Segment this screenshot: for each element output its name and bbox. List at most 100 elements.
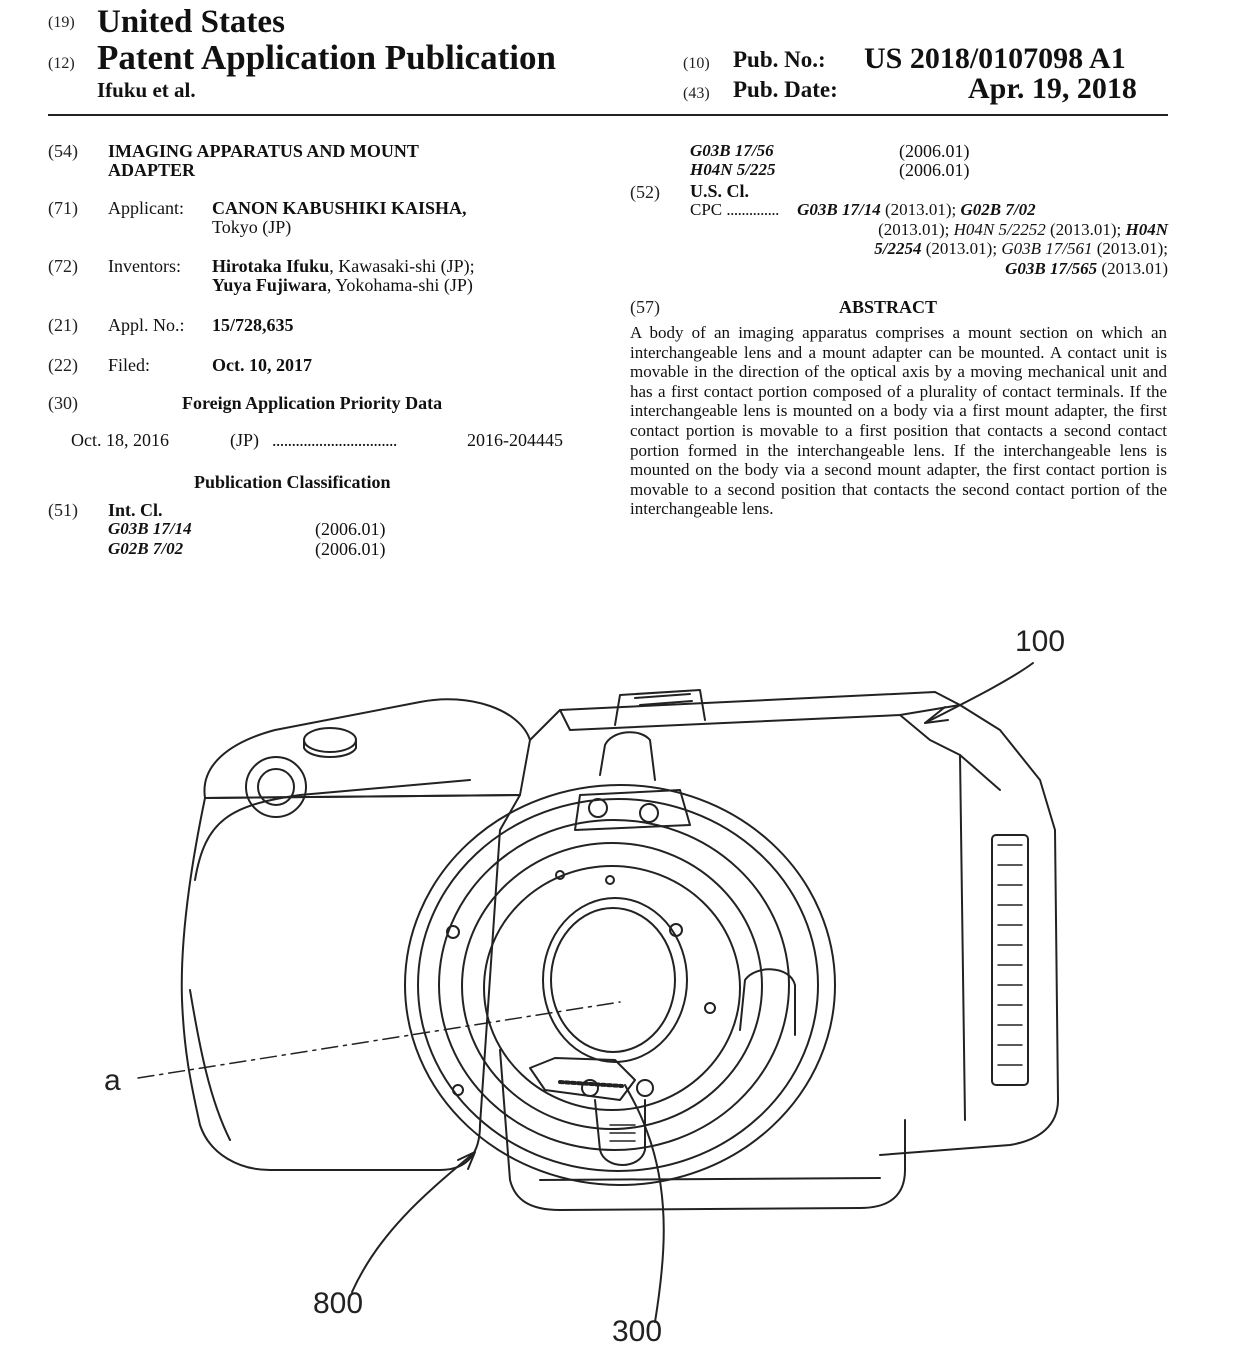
cpc-version: (2013.01); — [878, 219, 954, 239]
side-vent — [991, 834, 1029, 1086]
camera-body-right — [529, 691, 1059, 1156]
screw — [452, 1084, 464, 1096]
grip-contour — [194, 779, 471, 881]
int-cl-class: H04N 5/225 — [690, 160, 776, 179]
priority-date: Oct. 18, 2016 — [71, 430, 169, 450]
lens-opening-inner — [550, 907, 676, 1053]
int-cl-version: (2006.01) — [899, 141, 970, 161]
mount-adapter-outer — [404, 784, 836, 1186]
pub-date-label: Pub. Date: — [733, 77, 838, 102]
contact-terminals — [558, 1080, 624, 1088]
inid-code-21: (21) — [48, 315, 78, 335]
int-cl-version: (2006.01) — [315, 519, 386, 539]
inid-code-10: (10) — [683, 55, 710, 72]
arrow-100 — [924, 706, 949, 724]
cpc-class: H04N — [1125, 219, 1169, 239]
ref-label-a: a — [104, 1064, 121, 1097]
screw — [639, 803, 659, 823]
mount-pin — [605, 875, 615, 885]
inid-code-22: (22) — [48, 355, 78, 375]
cpc-leader-dots: .............. — [726, 200, 779, 219]
cpc-version: (2013.01); — [1092, 239, 1168, 259]
abstract-body: A body of an imaging apparatus comprises… — [630, 323, 1167, 519]
cpc-line-4: G03B 17/565 (2013.01) — [690, 259, 1168, 279]
int-cl-class: G03B 17/56 — [690, 141, 774, 160]
cpc-class: G02B 7/02 — [960, 200, 1036, 219]
appl-no-label: Appl. No.: — [108, 315, 185, 335]
body-shoulder — [899, 714, 1001, 791]
applicant-label: Applicant: — [108, 198, 184, 218]
inventor-2: Yuya Fujiwara, Yokohama-shi (JP) — [212, 275, 473, 296]
cpc-version: (2013.01); — [880, 200, 961, 219]
lever-grip-lines — [609, 1124, 636, 1142]
mode-dial — [245, 756, 307, 818]
screw — [636, 1079, 654, 1097]
inid-code-52: (52) — [630, 182, 660, 202]
us-cl-label: U.S. Cl. — [690, 181, 750, 201]
inventors-label: Inventors: — [108, 256, 181, 276]
grip-contour-lower — [189, 989, 231, 1141]
applicant-city: Tokyo (JP) — [212, 217, 292, 237]
cpc-version: (2013.01) — [1097, 258, 1168, 278]
body-front-edge — [959, 754, 966, 1121]
int-cl-version: (2006.01) — [315, 539, 386, 559]
inid-code-54: (54) — [48, 141, 78, 161]
mount-pin — [555, 870, 565, 880]
inid-code-57: (57) — [630, 297, 660, 317]
cpc-line-1: CPC .............. G03B 17/14 (2013.01);… — [690, 200, 1168, 220]
cpc-class: H04N 5/2252 — [953, 219, 1046, 239]
inventor-1-location: , Kawasaki-shi (JP); — [329, 256, 475, 276]
inventor-short: Ifuku et al. — [97, 78, 196, 102]
shutter-button — [303, 727, 357, 753]
camera-top-left — [203, 698, 531, 799]
cpc-line-2: (2013.01); H04N 5/2252 (2013.01); H04N — [690, 220, 1168, 240]
mount-adapter-ring — [417, 798, 819, 1172]
document-type: Patent Application Publication — [97, 38, 556, 77]
cpc-version: (2013.01); — [921, 239, 1002, 259]
inid-code-72: (72) — [48, 256, 78, 276]
priority-country: (JP) — [230, 430, 260, 450]
screw — [669, 923, 683, 937]
ref-numeral-800: 800 — [313, 1287, 363, 1320]
pub-number: US 2018/0107098 A1 — [864, 42, 1126, 75]
ref-numeral-100: 100 — [1015, 625, 1065, 658]
cpc-label: CPC — [690, 200, 723, 219]
mode-dial-inner — [257, 768, 295, 806]
camera-grip — [180, 794, 521, 1171]
cpc-version: (2013.01); — [1045, 219, 1126, 239]
int-cl-class: G03B 17/14 — [108, 519, 192, 538]
lens-opening — [542, 897, 688, 1063]
leader-100 — [924, 662, 1034, 724]
int-cl-version: (2006.01) — [899, 160, 970, 180]
body-top-edge — [559, 704, 961, 731]
foreign-priority-heading: Foreign Application Priority Data — [182, 393, 443, 413]
title-line-2: ADAPTER — [108, 160, 196, 180]
inid-code-71: (71) — [48, 198, 78, 218]
hot-shoe-lines — [634, 693, 693, 706]
vent-slats — [997, 844, 1023, 1066]
inid-code-43: (43) — [683, 85, 710, 102]
leader-300 — [624, 1084, 665, 1323]
mount-adapter-inner — [438, 819, 790, 1151]
inid-code-19: (19) — [48, 14, 75, 31]
bottom-plate-line — [539, 1177, 881, 1181]
cpc-classifications: CPC .............. G03B 17/14 (2013.01);… — [690, 200, 1168, 278]
inventor-2-location: , Yokohama-shi (JP) — [326, 275, 473, 295]
lens-release-button — [739, 968, 796, 1036]
inventor-2-name: Yuya Fujiwara — [212, 275, 327, 295]
cpc-class: G03B 17/561 — [1001, 239, 1093, 259]
leader-800 — [351, 1151, 476, 1293]
bayonet-ring — [461, 842, 763, 1130]
inid-code-30: (30) — [48, 393, 78, 413]
bottom-plate — [499, 1049, 906, 1211]
lever-base — [574, 789, 691, 831]
optical-axis-line — [137, 1001, 621, 1079]
inid-code-51: (51) — [48, 500, 78, 520]
inid-code-12: (12) — [48, 55, 75, 72]
country-title: United States — [97, 4, 285, 40]
shutter-button-side — [303, 739, 357, 758]
bottom-lock-lever — [594, 1099, 646, 1166]
cpc-class: G03B 17/565 — [1005, 258, 1098, 278]
priority-number: 2016-204445 — [467, 430, 563, 450]
pub-no-label: Pub. No.: — [733, 47, 826, 72]
